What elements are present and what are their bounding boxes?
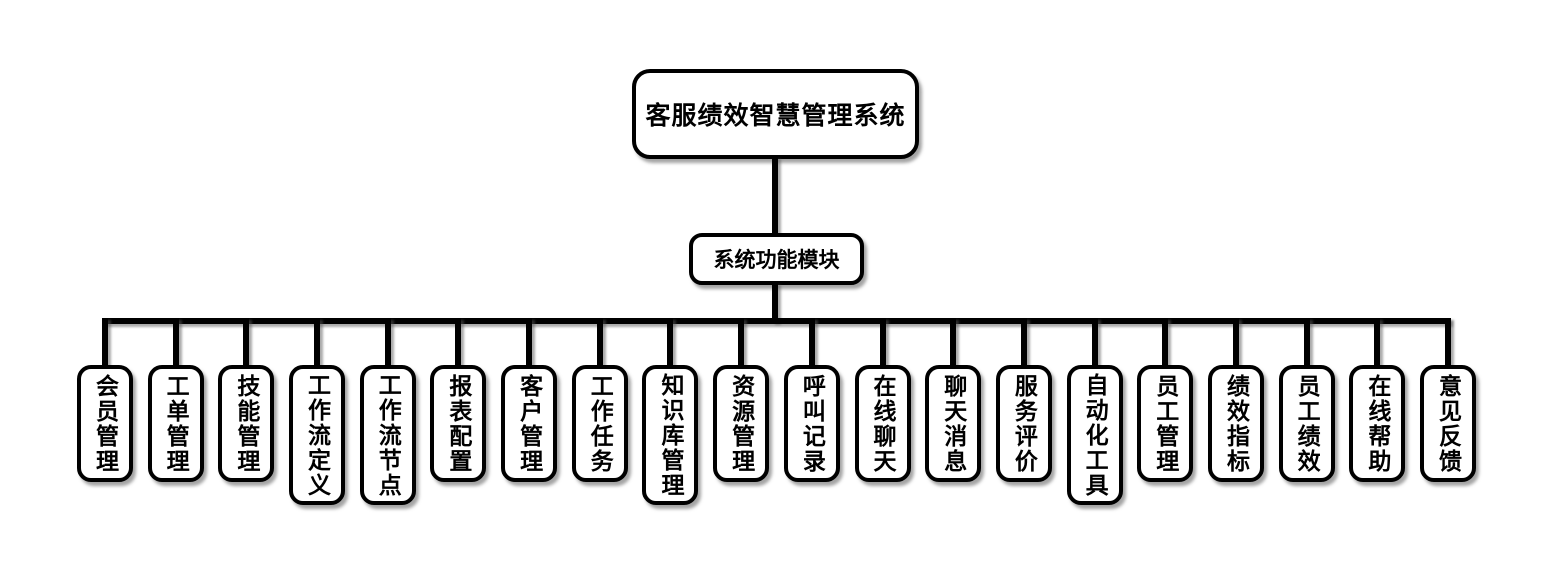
child-node[interactable]: 员工绩效: [1278, 365, 1335, 482]
child-node-label: 客户管理: [516, 373, 543, 474]
child-node[interactable]: 绩效指标: [1207, 365, 1264, 482]
child-node[interactable]: 工单管理: [147, 365, 204, 482]
connector-bus-to-child: [526, 318, 533, 369]
child-node-label: 服务评价: [1011, 373, 1038, 474]
child-node-label: 知识库管理: [657, 372, 684, 498]
child-node[interactable]: 会员管理: [77, 365, 133, 482]
child-node-label: 工单管理: [163, 373, 190, 474]
connector-bus-to-child: [1162, 318, 1169, 369]
connector-bus-to-child: [1232, 318, 1239, 369]
root-node[interactable]: 客服绩效智慧管理系统: [632, 69, 919, 159]
child-node[interactable]: 知识库管理: [642, 365, 699, 505]
child-node-label: 员工绩效: [1294, 373, 1321, 474]
hub-node-label: 系统功能模块: [713, 249, 840, 272]
connector-bus-to-child: [1303, 318, 1310, 369]
connector-bus-to-child: [243, 318, 250, 369]
connector-bus-to-child: [808, 318, 815, 369]
child-node-label: 资源管理: [728, 373, 755, 474]
child-node-label: 在线帮助: [1364, 373, 1391, 474]
child-node[interactable]: 聊天消息: [925, 365, 982, 482]
child-node-label: 工作任务: [587, 373, 614, 474]
child-node[interactable]: 资源管理: [713, 365, 770, 482]
child-node-label: 意见反馈: [1435, 373, 1462, 474]
hub-node[interactable]: 系统功能模块: [689, 233, 864, 285]
child-node[interactable]: 工作流定义: [289, 365, 346, 505]
connector-bus-to-child: [384, 318, 391, 369]
child-node[interactable]: 在线帮助: [1349, 365, 1406, 482]
connector-hub-to-bus: [772, 283, 778, 323]
child-node-label: 技能管理: [233, 373, 260, 474]
child-node[interactable]: 客户管理: [501, 365, 558, 482]
child-node-label: 员工管理: [1152, 373, 1179, 474]
connector-bus-to-child: [667, 318, 674, 369]
child-node[interactable]: 报表配置: [430, 365, 487, 482]
child-node-label: 工作流定义: [304, 372, 331, 498]
child-node-label: 自动化工具: [1082, 372, 1109, 498]
child-node-label: 会员管理: [92, 373, 119, 474]
connector-bus-to-child: [879, 318, 886, 369]
child-node-label: 绩效指标: [1223, 373, 1250, 474]
child-node[interactable]: 工作任务: [571, 365, 628, 482]
child-node[interactable]: 在线聊天: [854, 365, 911, 482]
bus-line: [102, 318, 1451, 324]
child-node[interactable]: 员工管理: [1137, 365, 1194, 482]
connector-bus-to-child: [950, 318, 957, 369]
child-node[interactable]: 意见反馈: [1420, 365, 1476, 482]
connector-bus-to-child: [172, 318, 179, 369]
child-node-label: 在线聊天: [870, 373, 897, 474]
connector-bus-to-child: [1020, 318, 1027, 369]
child-node-label: 呼叫记录: [799, 373, 826, 474]
child-node[interactable]: 技能管理: [218, 365, 275, 482]
connector-bus-to-child: [1374, 318, 1381, 369]
root-node-label: 客服绩效智慧管理系统: [645, 102, 906, 130]
child-node[interactable]: 工作流节点: [359, 365, 416, 505]
connector-bus-to-child: [1445, 318, 1451, 369]
connector-bus-to-child: [596, 318, 603, 369]
child-node[interactable]: 自动化工具: [1066, 365, 1123, 505]
connector-bus-to-child: [102, 318, 108, 369]
child-node-label: 聊天消息: [940, 373, 967, 474]
connector-bus-to-child: [314, 318, 321, 369]
child-node[interactable]: 呼叫记录: [783, 365, 840, 482]
connector-bus-to-child: [738, 318, 745, 369]
connector-root-to-hub: [772, 157, 778, 235]
child-node[interactable]: 服务评价: [995, 365, 1052, 482]
child-node-label: 工作流节点: [375, 372, 402, 498]
child-node-label: 报表配置: [445, 373, 472, 474]
connector-bus-to-child: [1091, 318, 1098, 369]
connector-bus-to-child: [455, 318, 462, 369]
